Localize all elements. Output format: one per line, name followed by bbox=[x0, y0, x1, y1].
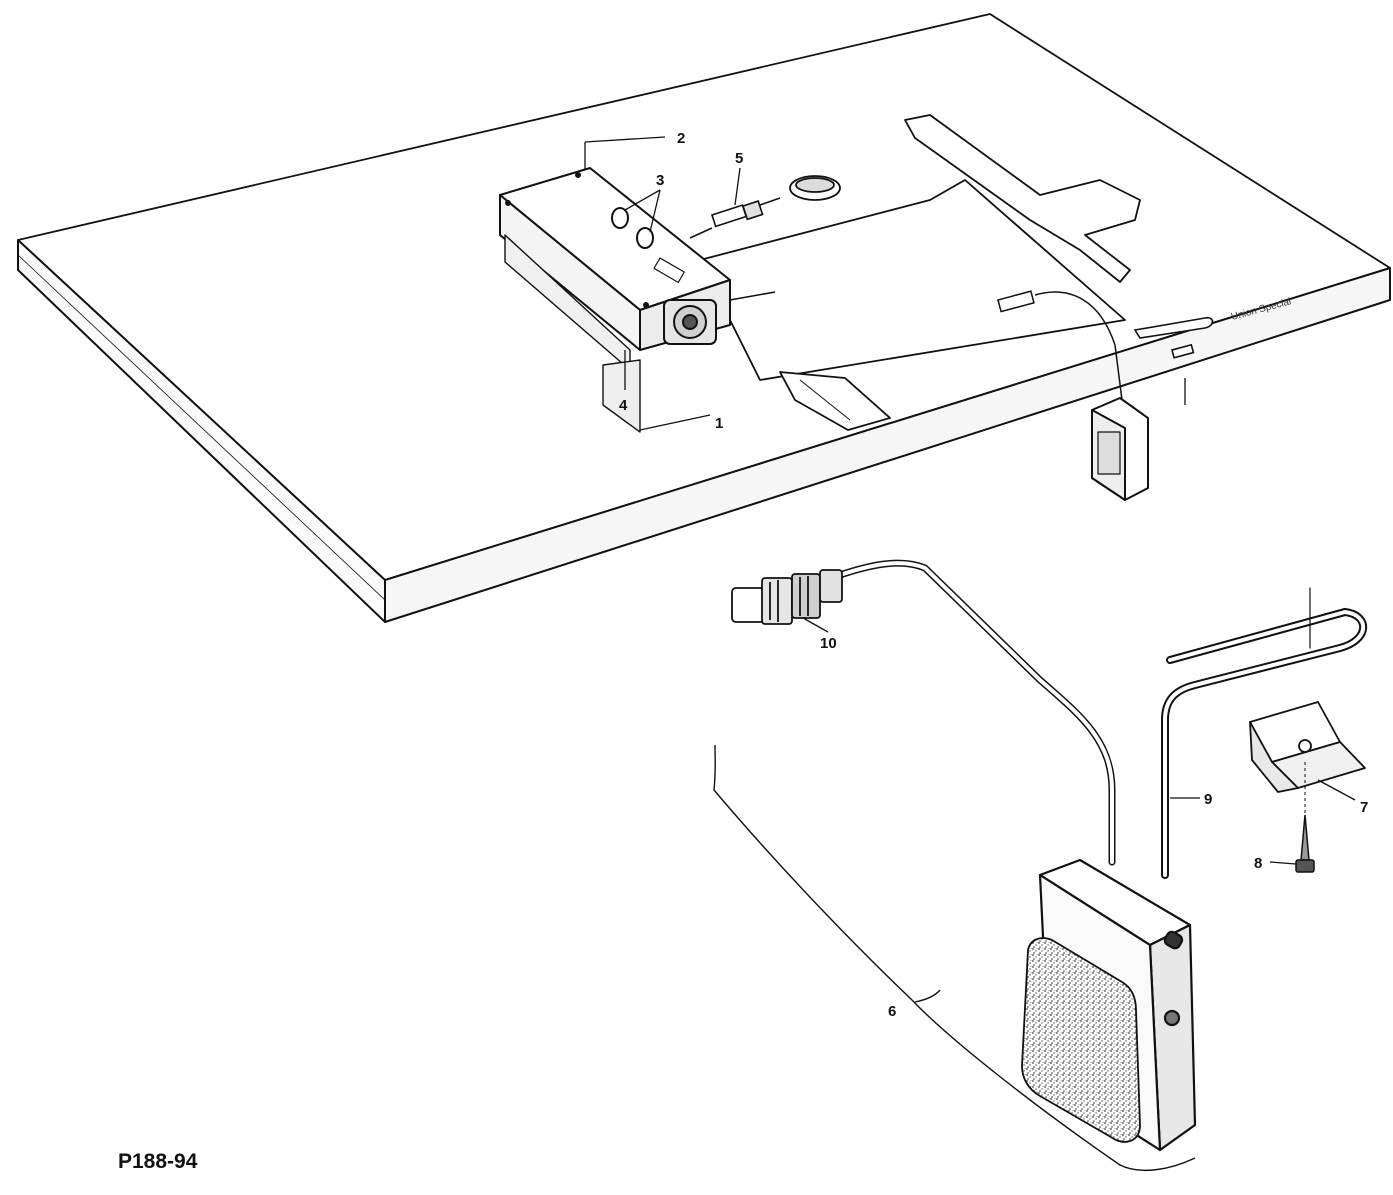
foot-pedal bbox=[1021, 858, 1197, 1152]
callout-7: 7 bbox=[1360, 799, 1368, 816]
pedal-cable bbox=[836, 559, 1116, 866]
figure-code: P188-94 bbox=[118, 1150, 198, 1173]
mains-plug bbox=[997, 290, 1123, 401]
plug-connector bbox=[689, 197, 781, 239]
callout-8: 8 bbox=[1254, 855, 1262, 872]
callout-4: 4 bbox=[619, 397, 628, 414]
callout-6: 6 bbox=[888, 1003, 896, 1020]
callout-10: 10 bbox=[820, 635, 837, 652]
callout-5: 5 bbox=[735, 150, 743, 167]
table-edge-clip bbox=[1133, 316, 1214, 405]
assembly-bracket-lines bbox=[713, 744, 1196, 1171]
cable-connector bbox=[731, 569, 843, 625]
wood-screw bbox=[1295, 762, 1315, 873]
control-box bbox=[499, 167, 776, 433]
pedal-rod bbox=[1161, 587, 1368, 879]
mounting-bracket bbox=[1249, 701, 1366, 793]
table-cutouts bbox=[699, 114, 1141, 431]
callout-leaders bbox=[584, 136, 1356, 865]
callout-2: 2 bbox=[677, 130, 685, 147]
callout-9: 9 bbox=[1204, 791, 1212, 808]
callout-1: 1 bbox=[715, 415, 723, 432]
switch-box bbox=[1091, 397, 1149, 501]
callout-3: 3 bbox=[656, 172, 664, 189]
